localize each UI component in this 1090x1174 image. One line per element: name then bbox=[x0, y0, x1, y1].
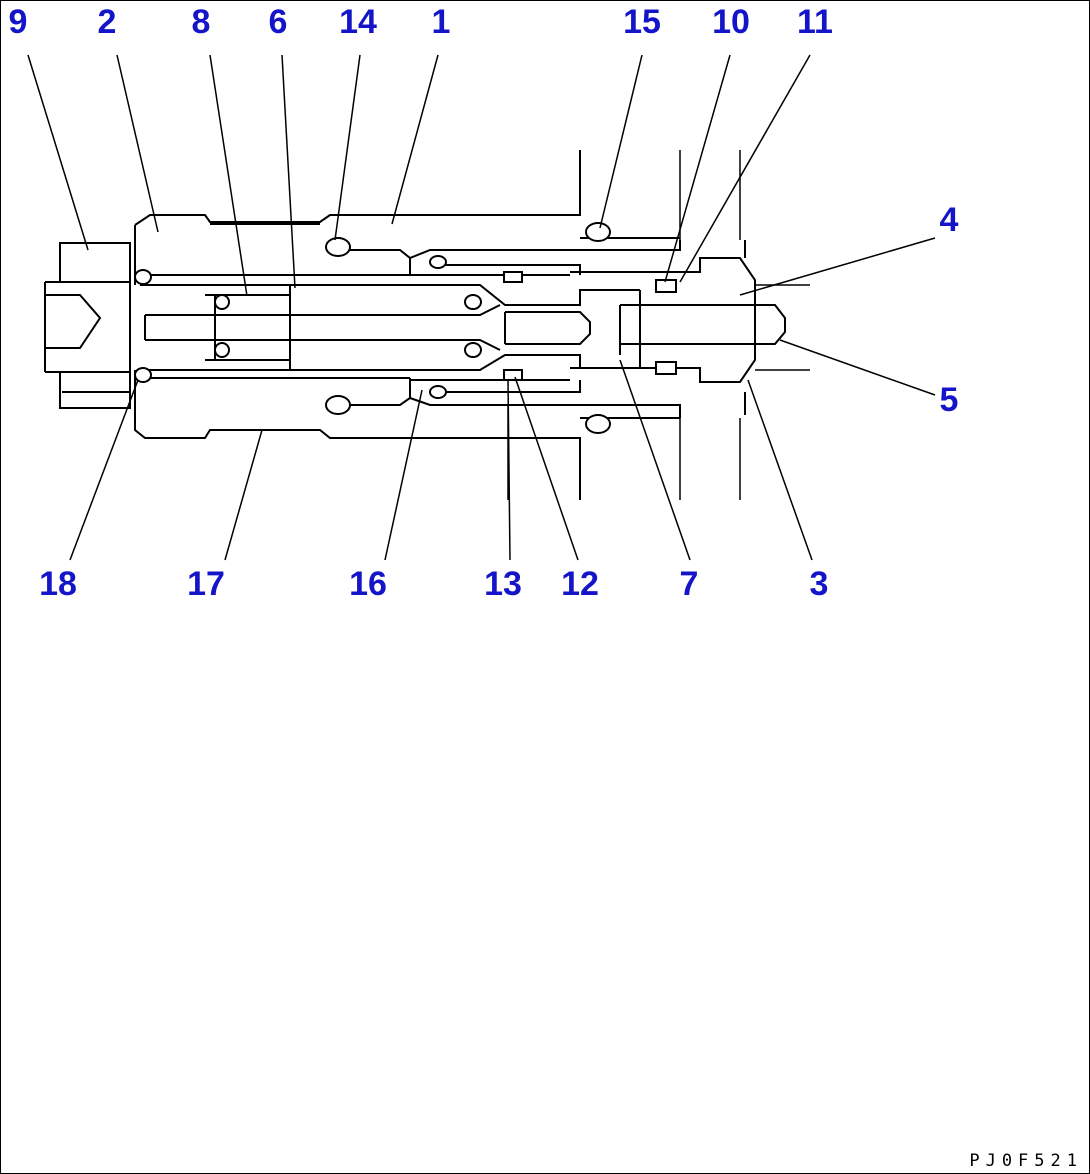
callout-1: 1 bbox=[432, 3, 451, 41]
callout-labels: 9 2 8 6 14 1 15 10 11 4 5 18 17 16 13 12… bbox=[9, 3, 959, 603]
callout-3: 3 bbox=[810, 565, 829, 603]
callout-17: 17 bbox=[187, 565, 225, 603]
valve-cross-section bbox=[44, 150, 810, 500]
callout-4: 4 bbox=[940, 201, 959, 239]
callout-9: 9 bbox=[9, 3, 28, 41]
callout-16: 16 bbox=[349, 565, 387, 603]
callout-8: 8 bbox=[192, 3, 211, 41]
callout-12: 12 bbox=[561, 565, 599, 603]
callout-18: 18 bbox=[39, 565, 77, 603]
leader-lines bbox=[27, 54, 936, 561]
callout-10: 10 bbox=[712, 3, 750, 41]
drawing-code: PJ0F521 bbox=[969, 1151, 1083, 1171]
callout-7: 7 bbox=[680, 565, 699, 603]
callout-2: 2 bbox=[98, 3, 117, 41]
callout-13: 13 bbox=[484, 565, 522, 603]
callout-11: 11 bbox=[797, 3, 833, 41]
callout-15: 15 bbox=[623, 3, 661, 41]
callout-14: 14 bbox=[339, 3, 377, 41]
callout-6: 6 bbox=[269, 3, 288, 41]
callout-5: 5 bbox=[940, 381, 959, 419]
